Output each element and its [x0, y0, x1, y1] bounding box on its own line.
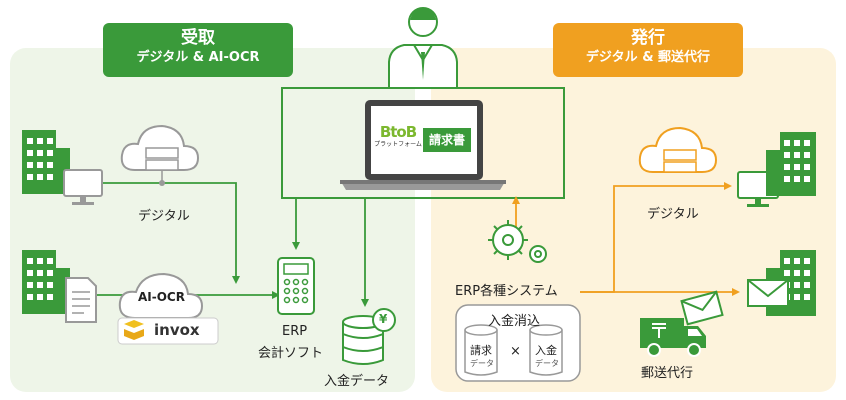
reconcile-title: 入金消込: [488, 314, 541, 329]
left-flows: [96, 182, 369, 307]
issue-title: 発行: [631, 28, 665, 48]
cloud-server-icon-left: [120, 124, 200, 186]
times-symbol: ×: [510, 344, 521, 359]
invoice-badge: 請求書: [423, 128, 471, 152]
issue-header: 発行 デジタル & 郵送代行: [553, 23, 743, 77]
platform-logo-main: BtoB: [379, 123, 417, 141]
reconcile-box: [455, 304, 581, 382]
invox-label: invox: [154, 321, 200, 339]
monitor-icon-left: [63, 169, 103, 205]
invoice-data-line2: データ: [470, 359, 494, 368]
mail-proxy-label: 郵送代行: [641, 366, 694, 381]
payment-database-icon: [342, 308, 396, 365]
receive-subtitle: デジタル & AI-OCR: [136, 50, 260, 65]
payment-data-label: 入金データ: [324, 374, 390, 389]
right-flows: [512, 182, 740, 296]
invox-logo: [117, 317, 219, 345]
erp-label-line2: 会計ソフト: [258, 346, 324, 361]
building-windows-bottom-left: [27, 258, 53, 300]
receive-header: 受取 デジタル & AI-OCR: [103, 23, 293, 77]
delivery-truck-icon: [640, 318, 706, 357]
erp-label-line1: ERP: [282, 324, 308, 339]
payment-data-line1: 入金: [535, 344, 557, 357]
cloud-server-icon-right: [638, 126, 718, 173]
building-windows-top-right: [784, 140, 810, 182]
left-digital-label: デジタル: [138, 209, 190, 224]
invoice-data-line1: 請求: [470, 344, 492, 357]
envelope-icon-right: [747, 279, 789, 307]
paper-document-icon: [65, 277, 97, 323]
receive-title: 受取: [181, 28, 215, 48]
calculator-icon: [277, 257, 315, 315]
envelope-icon-truck: [680, 290, 724, 326]
user-icon: [388, 7, 458, 89]
building-windows-top-left: [27, 138, 53, 180]
platform-logo: BtoB プラットフォーム: [373, 123, 423, 155]
yen-symbol: ¥: [379, 312, 388, 326]
platform-logo-sub: プラットフォーム: [374, 141, 422, 148]
erp-systems-label: ERP各種システム: [455, 284, 558, 299]
gears-icon: [488, 220, 547, 263]
aiocr-label: AI-OCR: [138, 290, 185, 304]
payment-data-line2: データ: [535, 359, 559, 368]
right-digital-label: デジタル: [647, 207, 699, 222]
aiocr-cloud-icon: [118, 272, 204, 319]
issue-subtitle: デジタル & 郵送代行: [585, 50, 711, 65]
